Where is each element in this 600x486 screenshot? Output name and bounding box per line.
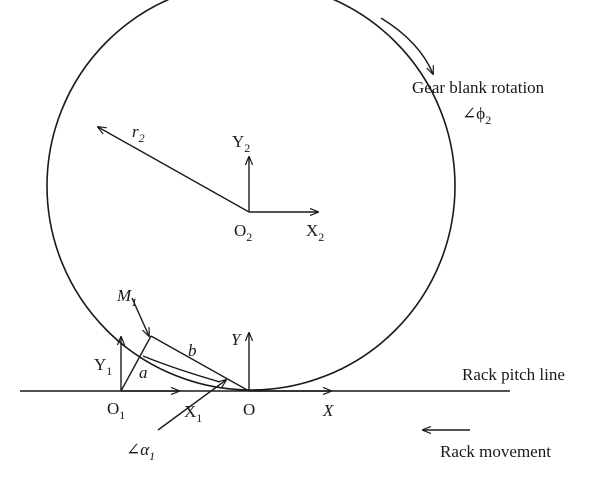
alpha1-label: ∠α1 <box>126 440 155 463</box>
r2-label: r2 <box>132 122 145 145</box>
rotation-arrow <box>380 17 433 74</box>
y-label: Y <box>231 330 242 349</box>
gear-blank-rotation-label: Gear blank rotation <box>412 78 545 97</box>
radius-arrow <box>98 127 250 213</box>
o-label: O <box>243 400 255 419</box>
rack-movement-label: Rack movement <box>440 442 551 461</box>
alpha1-pointer-line <box>157 380 226 431</box>
o2-label: O2 <box>234 221 252 244</box>
x1-label: X1 <box>184 402 202 425</box>
b-label: b <box>188 341 197 360</box>
segment-b <box>150 335 250 392</box>
o1-label: O1 <box>107 399 125 422</box>
x2-label: X2 <box>306 221 324 244</box>
phi2-label: ∠ϕ2 <box>462 104 491 127</box>
x-label: X <box>322 401 334 420</box>
a-label: a <box>139 363 148 382</box>
segment-a <box>120 335 152 392</box>
alpha1-arc <box>142 355 221 383</box>
gear-blank-circle <box>46 0 456 391</box>
m1-pointer-arrow <box>131 297 149 336</box>
y2-label: Y2 <box>232 132 250 155</box>
rack-pitch-line-label: Rack pitch line <box>462 365 565 384</box>
y1-label: Y1 <box>94 355 112 378</box>
m1-label: M1 <box>116 286 137 309</box>
